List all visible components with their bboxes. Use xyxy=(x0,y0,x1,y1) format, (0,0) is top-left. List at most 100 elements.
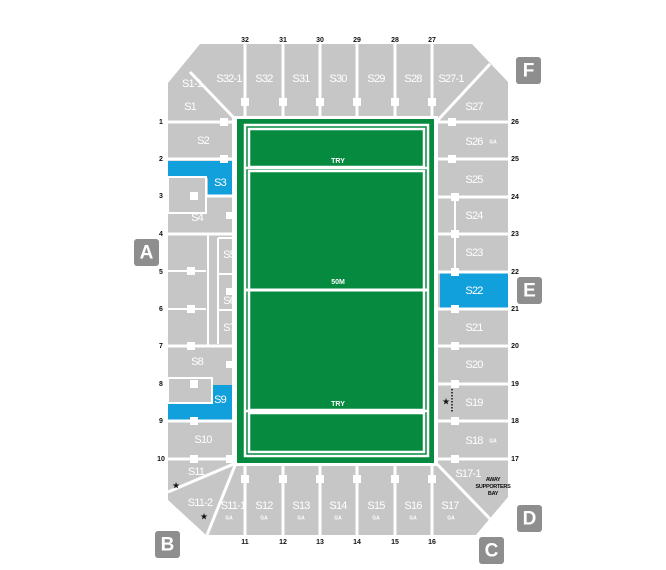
section-s13[interactable]: S13 xyxy=(292,500,311,512)
row-number: 1 xyxy=(159,119,163,126)
ga-tag: GA xyxy=(334,515,342,521)
section-s17-1[interactable]: S17-1 xyxy=(455,468,482,480)
section-s1-1[interactable]: S1-1 xyxy=(182,78,204,90)
try-line-bottom-label: TRY xyxy=(331,401,345,408)
row-number: 22 xyxy=(511,269,519,276)
section-s26[interactable]: S26 xyxy=(465,136,484,148)
section-s17[interactable]: S17 xyxy=(441,500,460,512)
section-s22[interactable]: S22 xyxy=(465,285,484,297)
section-s27-1[interactable]: S27-1 xyxy=(438,73,465,85)
section-s25[interactable]: S25 xyxy=(465,174,484,186)
section-s3-area[interactable] xyxy=(168,161,236,196)
row-numbers: 1 2 3 4 5 6 7 8 9 10 26 25 24 23 22 21 2… xyxy=(157,37,519,546)
gate-e-badge[interactable]: E xyxy=(517,277,542,304)
svg-text:AWAY: AWAY xyxy=(486,477,501,483)
row-number: 9 xyxy=(159,418,163,425)
section-s12[interactable]: S12 xyxy=(255,500,274,512)
section-s31[interactable]: S31 xyxy=(292,73,311,85)
section-s3[interactable]: S3 xyxy=(214,177,227,189)
ga-tag: GA xyxy=(489,139,497,145)
star-icon: ★ xyxy=(200,511,208,521)
section-s27[interactable]: S27 xyxy=(465,101,484,113)
row-number: 29 xyxy=(353,37,361,44)
section-s9-area[interactable] xyxy=(168,385,236,420)
gate-a-badge[interactable]: A xyxy=(134,239,159,266)
row-number: 11 xyxy=(241,539,249,546)
section-s22-area[interactable] xyxy=(440,273,508,308)
row-number: 12 xyxy=(279,539,287,546)
section-s11[interactable]: S11 xyxy=(188,466,206,478)
svg-text:SUPPORTERS: SUPPORTERS xyxy=(476,484,512,490)
row-number: 32 xyxy=(241,37,249,44)
row-number: 16 xyxy=(428,539,436,546)
gate-b-badge[interactable]: B xyxy=(155,531,180,558)
row-number: 14 xyxy=(353,539,361,546)
section-s11-1[interactable]: S11-1 xyxy=(221,500,247,512)
section-s29[interactable]: S29 xyxy=(367,73,386,85)
row-number: 17 xyxy=(511,456,519,463)
row-number: 2 xyxy=(159,156,163,163)
section-s28[interactable]: S28 xyxy=(404,73,423,85)
row-number: 19 xyxy=(511,381,519,388)
section-s10[interactable]: S10 xyxy=(194,434,213,446)
svg-text:B: B xyxy=(161,535,175,556)
try-line-top-label: TRY xyxy=(331,158,345,165)
section-s9[interactable]: S9 xyxy=(214,394,227,406)
row-number: 5 xyxy=(159,269,163,276)
section-s32[interactable]: S32 xyxy=(255,73,274,85)
section-s7[interactable]: S7 xyxy=(223,322,236,334)
svg-text:BAY: BAY xyxy=(488,491,499,497)
section-s18[interactable]: S18 xyxy=(465,435,484,447)
section-s15[interactable]: S15 xyxy=(367,500,386,512)
ga-tag: GA xyxy=(225,515,233,521)
row-number: 15 xyxy=(391,539,399,546)
section-s16[interactable]: S16 xyxy=(404,500,423,512)
row-number: 24 xyxy=(511,194,519,201)
row-number: 13 xyxy=(316,539,324,546)
section-s11-2[interactable]: S11-2 xyxy=(188,497,214,509)
ga-tag: GA xyxy=(260,515,268,521)
section-s4[interactable]: S4 xyxy=(191,212,204,224)
ga-tag: GA xyxy=(409,515,417,521)
section-labels: S1-1 S1 S32-1 S32 S31 S30 S29 S28 S27-1 … xyxy=(182,73,484,512)
row-number: 28 xyxy=(391,37,399,44)
section-s14[interactable]: S14 xyxy=(329,500,348,512)
star-icon: ★ xyxy=(172,480,180,490)
ga-tags: GA GA GA GA GA GA GA GA GA xyxy=(225,139,497,521)
gate-f-badge[interactable]: F xyxy=(516,57,541,84)
svg-text:C: C xyxy=(485,541,499,562)
svg-text:A: A xyxy=(140,243,154,264)
section-s8[interactable]: S8 xyxy=(191,356,204,368)
row-number: 26 xyxy=(511,119,519,126)
row-number: 25 xyxy=(511,156,519,163)
section-s20[interactable]: S20 xyxy=(465,359,484,371)
row-number: 4 xyxy=(159,231,163,238)
row-number: 23 xyxy=(511,231,519,238)
star-icon: ★ xyxy=(442,396,450,406)
ga-tag: GA xyxy=(447,515,455,521)
svg-text:E: E xyxy=(523,281,536,302)
gate-d-badge[interactable]: D xyxy=(517,505,542,532)
ga-tag: GA xyxy=(489,438,497,444)
row-number: 7 xyxy=(159,343,163,350)
section-s30[interactable]: S30 xyxy=(329,73,348,85)
pitch: TRY 50M TRY xyxy=(237,119,434,463)
section-s24[interactable]: S24 xyxy=(465,210,484,222)
section-s1[interactable]: S1 xyxy=(184,101,197,113)
section-s6[interactable]: S6 xyxy=(223,295,236,307)
row-number: 8 xyxy=(159,381,163,388)
row-number: 21 xyxy=(511,306,519,313)
section-s21[interactable]: S21 xyxy=(465,322,484,334)
gate-c-badge[interactable]: C xyxy=(479,537,504,564)
ga-tag: GA xyxy=(297,515,305,521)
svg-text:F: F xyxy=(523,61,535,82)
away-supporters-bay-label: AWAY SUPPORTERS BAY xyxy=(476,477,512,497)
section-s2[interactable]: S2 xyxy=(197,135,210,147)
row-number: 31 xyxy=(279,37,287,44)
row-number: 6 xyxy=(159,306,163,313)
section-s19[interactable]: S19 xyxy=(465,397,484,409)
section-s23[interactable]: S23 xyxy=(465,247,484,259)
section-s5[interactable]: S5 xyxy=(223,249,236,261)
section-s32-1[interactable]: S32-1 xyxy=(216,73,243,85)
ga-tag: GA xyxy=(372,515,380,521)
